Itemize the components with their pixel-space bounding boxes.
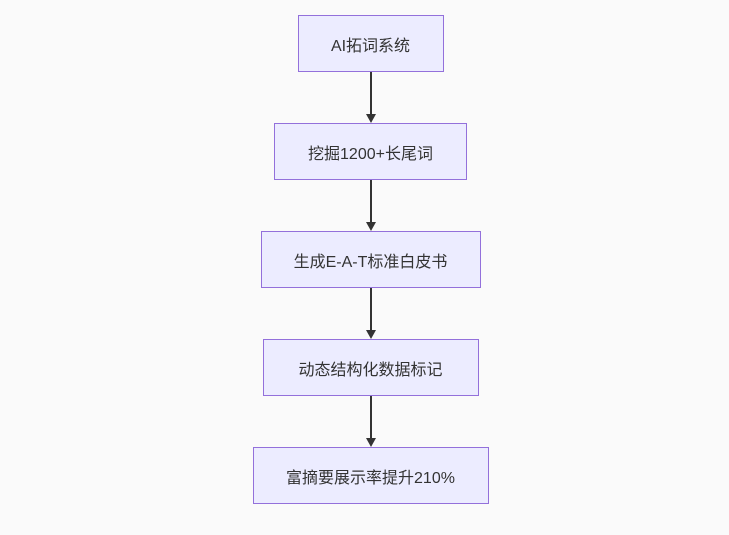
flow-node-label: 生成E-A-T标准白皮书 — [293, 253, 448, 271]
arrow-connector — [365, 180, 376, 231]
arrowhead-down-icon — [365, 114, 376, 123]
arrow-connector — [365, 72, 376, 123]
flow-node-longtail-mining: 挖掘1200+长尾词 — [274, 123, 467, 180]
flow-node-ai-word-system: AI拓词系统 — [297, 15, 444, 72]
arrow-line — [369, 180, 372, 222]
arrow-line — [369, 288, 372, 330]
arrow-connector — [365, 396, 376, 447]
flowchart-column: AI拓词系统 挖掘1200+长尾词 生成E-A-T标准白皮书 动态结构化数据标记 — [6, 15, 729, 504]
flow-node-rich-snippet-result: 富摘要展示率提升210% — [252, 447, 489, 504]
flow-node-label: AI拓词系统 — [330, 37, 411, 55]
flow-node-label: 挖掘1200+长尾词 — [308, 145, 433, 163]
arrowhead-down-icon — [365, 330, 376, 339]
arrow-connector — [365, 288, 376, 339]
flow-node-label: 动态结构化数据标记 — [298, 361, 443, 379]
flow-node-structured-data: 动态结构化数据标记 — [262, 339, 479, 396]
flow-node-eat-whitepaper: 生成E-A-T标准白皮书 — [260, 231, 481, 288]
arrowhead-down-icon — [365, 222, 376, 231]
arrow-line — [369, 72, 372, 114]
arrow-line — [369, 396, 372, 438]
flow-node-label: 富摘要展示率提升210% — [286, 469, 455, 487]
arrowhead-down-icon — [365, 438, 376, 447]
